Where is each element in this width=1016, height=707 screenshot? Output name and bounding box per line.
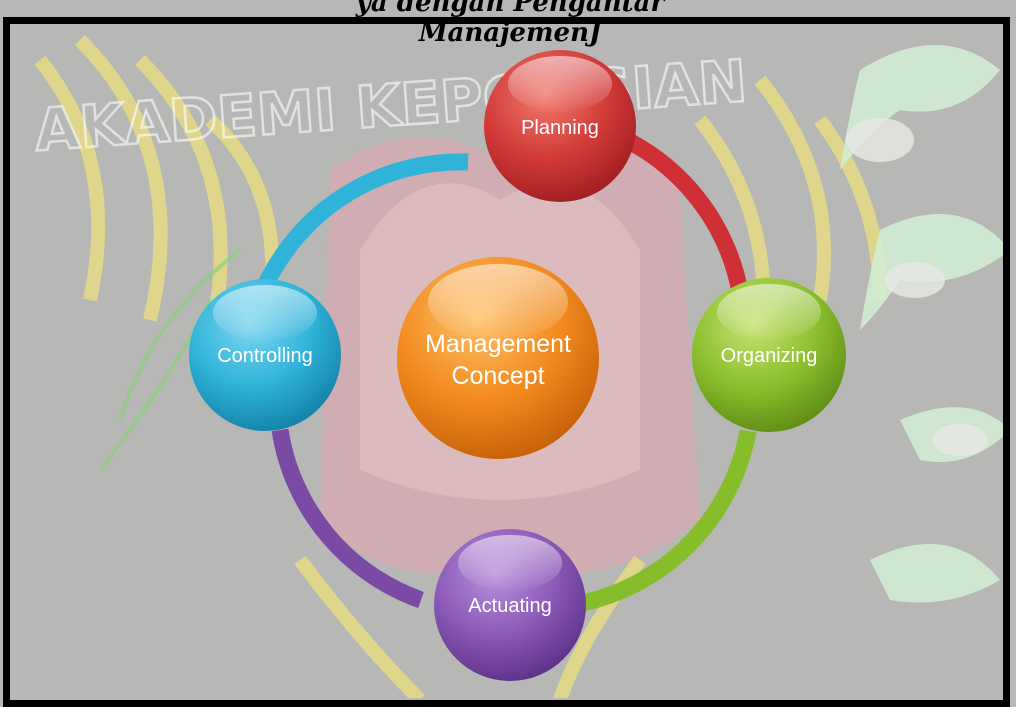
node-controlling: Controlling (189, 279, 341, 431)
node-actuating: Actuating (434, 529, 586, 681)
arc-controlling-planning (254, 153, 469, 297)
node-organizing: Organizing (692, 278, 846, 432)
top-caption: ya dengan Pengantar ManajemenJ (355, 0, 665, 48)
node-label-controlling: Controlling (217, 345, 313, 367)
node-label-actuating: Actuating (468, 595, 551, 617)
arc-organizing-actuating (581, 429, 757, 612)
node-planning: Planning (484, 50, 636, 202)
node-label-planning: Planning (521, 117, 599, 139)
center-label-line1: Management (425, 330, 571, 358)
center-label-line2: Concept (451, 362, 544, 390)
arc-actuating-controlling (271, 428, 424, 609)
node-center-management-concept: Management Concept (397, 257, 599, 459)
node-label-organizing: Organizing (721, 345, 818, 367)
